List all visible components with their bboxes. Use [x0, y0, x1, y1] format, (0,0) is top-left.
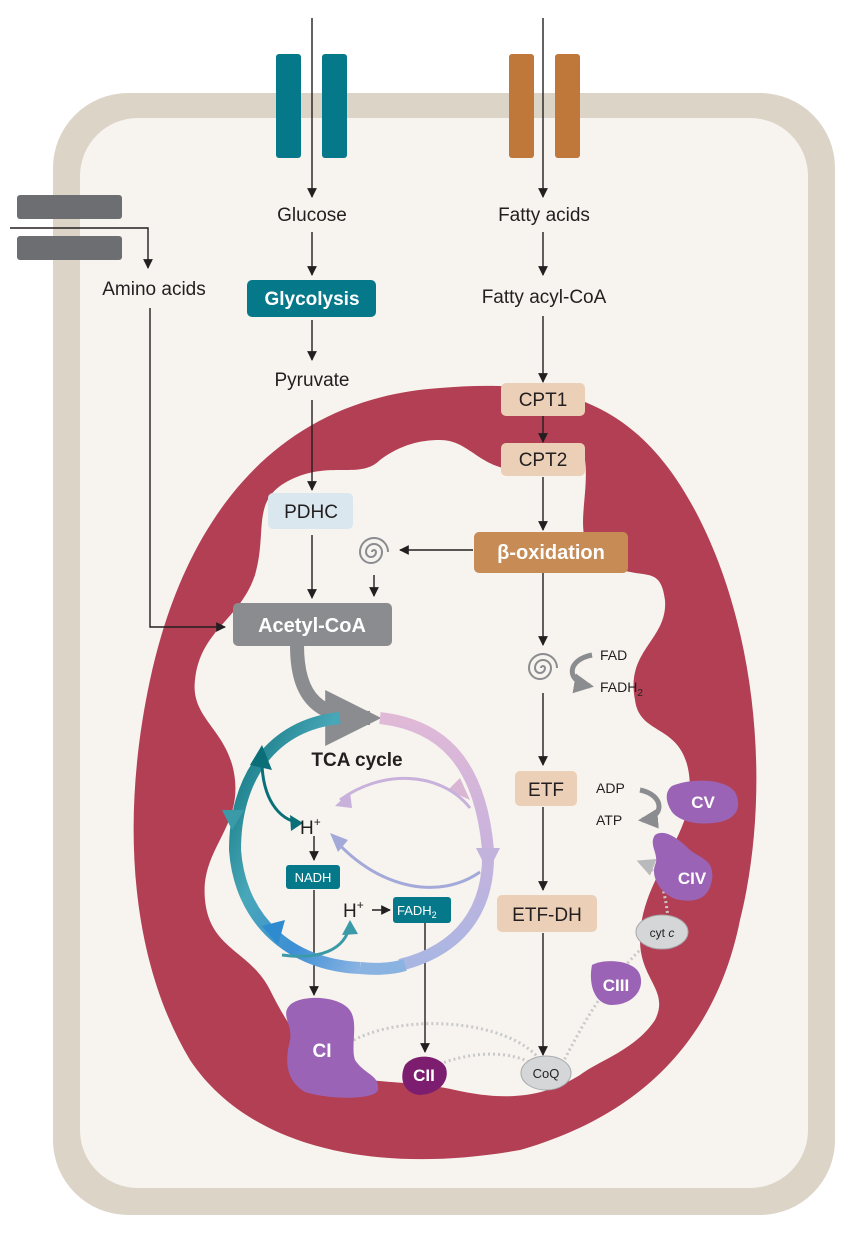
nadh-label: NADH [295, 870, 332, 885]
fatty-acid-transporter [509, 54, 580, 158]
fad-conversion-arrow [569, 652, 594, 694]
etf-dh-box [497, 895, 597, 932]
cpt1-label: CPT1 [519, 390, 568, 411]
pdhc-label: PDHC [284, 502, 338, 523]
fadh2-box-label: FADH2 [397, 903, 437, 920]
h-plus-label-2: H+ [343, 898, 364, 922]
cii-label: CII [413, 1066, 435, 1085]
complex-iii [590, 961, 642, 1005]
etf-label: ETF [528, 780, 564, 801]
etf-dh-label: ETF-DH [512, 905, 582, 926]
beta-oxidation-box [474, 532, 628, 573]
spiral-icon [527, 653, 558, 680]
coq [520, 1055, 572, 1091]
tca-cycle-label: TCA cycle [311, 750, 402, 771]
complex-i [286, 997, 379, 1098]
atp-label: ATP [596, 812, 622, 828]
cpt2-box [501, 443, 585, 476]
cyt-c [635, 914, 689, 950]
ciii-label: CIII [603, 976, 629, 995]
tca-cycle-ring [222, 712, 500, 975]
acetyl-coa-label: Acetyl-CoA [258, 615, 366, 637]
tca-inner-arrows [260, 751, 481, 958]
spiral-icon [358, 537, 389, 564]
pathway-arrows [10, 18, 548, 1056]
glycolysis-box [247, 280, 376, 317]
fatty-acyl-coa-label: Fatty acyl-CoA [482, 287, 607, 308]
complex-v [666, 780, 739, 824]
atp-synthesis-arrow [638, 787, 662, 829]
cpt2-label: CPT2 [519, 450, 568, 471]
h-plus-label: H+ [300, 815, 321, 839]
complex-ii [402, 1056, 447, 1095]
amino-acids-label: Amino acids [102, 279, 206, 300]
fadh2-box [393, 897, 451, 923]
nadh-box [286, 865, 340, 889]
fad-label: FAD [600, 647, 627, 663]
acetyl-coa-box [233, 603, 392, 646]
amino-acid-transporter [17, 195, 122, 260]
glycolysis-label: Glycolysis [264, 289, 359, 310]
etf-box [515, 771, 577, 806]
pdhc-box [268, 493, 353, 529]
glucose-transporter [276, 54, 347, 158]
fadh2-label: FADH2 [600, 679, 643, 699]
civ-label: CIV [678, 869, 707, 888]
complex-iv [652, 832, 713, 901]
coq-label: CoQ [533, 1066, 560, 1081]
pyruvate-label: Pyruvate [275, 370, 350, 391]
glucose-label: Glucose [277, 205, 347, 226]
beta-oxidation-label: β-oxidation [497, 542, 605, 564]
fatty-acids-label: Fatty acids [498, 205, 590, 226]
cyt-c-label: cyt c [650, 926, 675, 940]
ci-label: CI [313, 1041, 332, 1062]
acetyl-coa-entry-arrow [290, 644, 382, 746]
adp-label: ADP [596, 780, 625, 796]
cv-label: CV [691, 793, 715, 812]
cpt1-box [501, 383, 585, 416]
